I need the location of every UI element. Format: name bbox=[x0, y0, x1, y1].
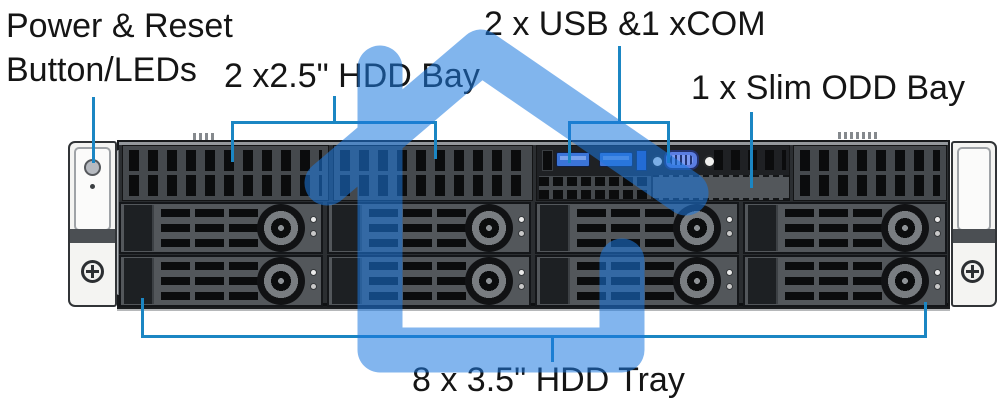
callout-tray-stem bbox=[551, 335, 554, 362]
label-power-reset: Power & Reset Button/LEDs bbox=[6, 4, 233, 92]
vent-slots bbox=[129, 175, 322, 196]
rack-ear-left bbox=[68, 141, 117, 307]
label-power-reset-line2: Button/LEDs bbox=[6, 51, 197, 89]
tray-lock-icon bbox=[673, 204, 721, 252]
callout-hddbay-drop-left bbox=[231, 121, 234, 162]
chassis-serration bbox=[838, 132, 880, 139]
callout-usb-drop-left bbox=[568, 121, 571, 163]
callout-odd-stem bbox=[750, 112, 753, 188]
callout-usb-bar bbox=[568, 121, 670, 124]
ear-band bbox=[70, 229, 115, 243]
hdd-tray bbox=[119, 202, 323, 254]
callout-tray-drop-left bbox=[141, 298, 144, 338]
tray-lock-icon bbox=[881, 204, 929, 252]
tray-led-icon bbox=[310, 230, 317, 237]
vent-slots bbox=[800, 150, 940, 171]
callout-hddbay-drop-right bbox=[434, 121, 437, 159]
io-slot bbox=[636, 150, 647, 171]
vent-grille bbox=[333, 145, 533, 201]
vent-slots bbox=[800, 175, 940, 196]
tray-led-icon bbox=[726, 283, 733, 290]
callout-power-stem bbox=[92, 97, 95, 163]
tray-led-icon bbox=[310, 216, 317, 223]
tray-vents bbox=[161, 262, 263, 300]
callout-usb-stem bbox=[618, 46, 621, 124]
hdd-tray bbox=[535, 202, 739, 254]
tray-led-icon bbox=[934, 269, 941, 276]
tray-led-icon bbox=[934, 283, 941, 290]
tray-latch bbox=[748, 258, 778, 304]
chassis-serration bbox=[193, 133, 215, 140]
vent-grille bbox=[122, 145, 329, 201]
callout-tray-bar bbox=[141, 335, 927, 338]
ear-panel bbox=[957, 147, 991, 231]
tray-led-icon bbox=[310, 283, 317, 290]
label-odd-bay: 1 x Slim ODD Bay bbox=[691, 69, 965, 107]
tray-latch bbox=[124, 205, 154, 251]
tray-vents bbox=[161, 209, 263, 247]
callout-tray-drop-right bbox=[924, 302, 927, 338]
hdd-tray bbox=[327, 202, 531, 254]
tray-latch bbox=[124, 258, 154, 304]
tray-led-icon bbox=[726, 230, 733, 237]
tray-latch bbox=[332, 258, 362, 304]
status-led-icon bbox=[90, 184, 95, 189]
tray-led-icon bbox=[518, 269, 525, 276]
tray-lock-icon bbox=[465, 204, 513, 252]
tray-vents bbox=[369, 209, 471, 247]
vent-slots bbox=[340, 150, 526, 171]
tray-lock-icon bbox=[881, 257, 929, 305]
hdd-tray bbox=[743, 202, 947, 254]
tray-vents bbox=[785, 262, 887, 300]
label-hdd-bay: 2 x2.5" HDD Bay bbox=[224, 57, 480, 95]
screw-icon bbox=[961, 260, 984, 283]
tray-led-icon bbox=[934, 216, 941, 223]
usb-port-icon bbox=[556, 152, 590, 167]
tray-led-icon bbox=[518, 216, 525, 223]
label-hdd-tray: 8 x 3.5" HDD Tray bbox=[412, 361, 685, 399]
tray-led-icon bbox=[726, 269, 733, 276]
tray-led-icon bbox=[518, 230, 525, 237]
hdd-tray bbox=[327, 255, 531, 307]
callout-hddbay-bar bbox=[231, 121, 437, 124]
tray-latch bbox=[540, 205, 570, 251]
tray-latch bbox=[748, 205, 778, 251]
tray-latch bbox=[540, 258, 570, 304]
tray-latch bbox=[332, 205, 362, 251]
label-usb-com: 2 x USB &1 xCOM bbox=[484, 5, 766, 43]
hdd-tray bbox=[743, 255, 947, 307]
tray-vents bbox=[785, 209, 887, 247]
vent-slots bbox=[340, 175, 526, 196]
label-power-reset-line1: Power & Reset bbox=[6, 7, 233, 45]
slim-odd-bay-plate bbox=[653, 175, 789, 200]
tray-lock-icon bbox=[673, 257, 721, 305]
usb-port-icon bbox=[599, 152, 633, 167]
ear-band bbox=[953, 229, 995, 243]
rack-ear-right bbox=[951, 141, 997, 307]
tray-lock-icon bbox=[257, 204, 305, 252]
hdd-tray bbox=[119, 255, 323, 307]
vent-grille bbox=[793, 145, 947, 201]
vent-grid bbox=[539, 176, 651, 199]
callout-usb-drop-right bbox=[667, 121, 670, 163]
callout-hddbay-stem bbox=[333, 96, 336, 123]
tray-vents bbox=[577, 209, 679, 247]
tray-led-icon bbox=[518, 283, 525, 290]
tray-led-icon bbox=[310, 269, 317, 276]
vent-slots bbox=[129, 150, 322, 171]
screw-icon bbox=[81, 260, 104, 283]
tray-led-icon bbox=[934, 230, 941, 237]
tray-vents bbox=[369, 262, 471, 300]
thumbscrew-icon bbox=[651, 155, 664, 168]
tray-vents bbox=[577, 262, 679, 300]
tray-lock-icon bbox=[465, 257, 513, 305]
hdd-tray bbox=[535, 255, 739, 307]
io-slot bbox=[542, 150, 553, 171]
tray-led-icon bbox=[726, 216, 733, 223]
tray-lock-icon bbox=[257, 257, 305, 305]
